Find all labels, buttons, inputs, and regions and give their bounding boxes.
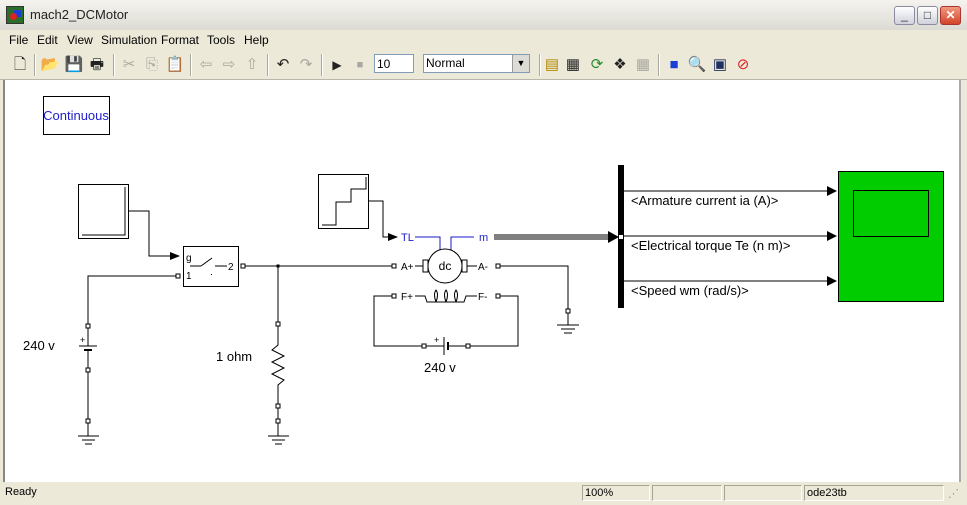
ground-icon[interactable] [557, 313, 579, 334]
open-icon[interactable]: 📂 [40, 56, 60, 73]
motor-port-m: m [479, 232, 488, 244]
ground-icon[interactable] [78, 423, 99, 445]
torque-signal [369, 200, 398, 241]
wire [470, 295, 519, 347]
battery-field-label: 240 v [424, 360, 456, 375]
window-title: mach2_DCMotor [30, 7, 129, 22]
model-canvas[interactable]: Continuous g 1 2 + [3, 80, 961, 482]
signal-label-armature-current: <Armature current ia (A)> [631, 193, 778, 208]
motor-port-a-minus: A- [478, 262, 488, 273]
model-browser-icon[interactable]: ▣ [712, 56, 728, 73]
toolbar-separator [539, 54, 541, 76]
zoom-level: 100% [582, 485, 650, 501]
switch-port-1: 1 [186, 271, 192, 282]
menu-help[interactable]: Help [244, 33, 269, 47]
toolbar-separator [113, 54, 115, 76]
load-torque-step-block[interactable] [318, 174, 369, 229]
bus-selector-port [619, 235, 623, 239]
title-bar: mach2_DCMotor _ □ ✕ [0, 0, 967, 31]
library-browser-icon[interactable]: ❖ [613, 56, 627, 73]
resize-grip-icon[interactable]: ⋰ [948, 488, 959, 500]
wire [373, 295, 422, 347]
stop-time-input[interactable]: 10 [374, 54, 414, 73]
motor-label: dc [439, 259, 452, 273]
print-icon[interactable]: 🖶 [89, 56, 105, 73]
update-diagram-icon[interactable]: ▦ [565, 56, 581, 73]
maximize-button[interactable]: □ [917, 6, 938, 25]
svg-text:+: + [80, 335, 85, 345]
toolbar-separator [190, 54, 192, 76]
menu-simulation[interactable]: Simulation [101, 33, 158, 47]
ground-icon[interactable] [268, 423, 289, 445]
cut-icon[interactable]: ✂ [122, 56, 136, 73]
resistor-block[interactable] [270, 326, 286, 404]
debugger-icon[interactable]: ■ [669, 56, 679, 73]
switch-port-terminal [240, 263, 246, 269]
scope-screen [853, 190, 929, 237]
save-icon[interactable]: 💾 [64, 56, 84, 73]
timer-block[interactable] [78, 184, 129, 239]
menu-format[interactable]: Format [161, 33, 200, 47]
measurement-bus-signal [494, 231, 619, 243]
powergui-block[interactable]: Continuous [43, 96, 110, 135]
minimize-button[interactable]: _ [894, 6, 915, 25]
motor-port-f-minus: F- [478, 292, 487, 303]
redo-icon[interactable]: ↷ [299, 56, 313, 73]
simulation-mode-value: Normal [426, 56, 465, 70]
toolbar-separator [321, 54, 323, 76]
switch-port-2: 2 [228, 262, 234, 273]
build-icon[interactable]: ▤ [544, 56, 560, 73]
solver-name: ode23tb [804, 485, 944, 501]
motor-port-f-plus: F+ [401, 292, 413, 303]
status-cell-time [652, 485, 722, 501]
wire [500, 265, 569, 309]
resistor-label: 1 ohm [216, 349, 252, 364]
timer-to-switch-signal [129, 210, 180, 260]
switch-port-terminal [175, 273, 181, 279]
back-icon[interactable]: ⇦ [199, 56, 213, 73]
play-icon[interactable]: ▶ [332, 58, 342, 72]
breaker-block[interactable]: g 1 2 [183, 246, 239, 287]
dc-voltage-source-field[interactable]: + [426, 335, 466, 355]
toolbar-separator [267, 54, 269, 76]
chevron-down-icon[interactable]: ▼ [512, 55, 529, 72]
menu-file[interactable]: File [9, 33, 29, 47]
switch-port-g: g [186, 253, 192, 264]
signal-label-electrical-torque: <Electrical torque Te (n m)> [631, 238, 790, 253]
menu-view[interactable]: View [67, 33, 93, 47]
simulation-mode-select[interactable]: Normal ▼ [423, 54, 530, 73]
forward-icon[interactable]: ⇨ [222, 56, 236, 73]
motor-port-a-plus: A+ [401, 262, 414, 273]
stop-profiler-icon[interactable]: ⊘ [736, 56, 750, 73]
refresh-icon[interactable]: ⟳ [590, 56, 604, 73]
new-icon[interactable]: 🗋 [13, 56, 27, 73]
copy-icon[interactable]: ⎘ [145, 56, 158, 73]
signal-label-speed: <Speed wm (rad/s)> [631, 283, 749, 298]
toolbar-separator [658, 54, 660, 76]
dc-machine-block[interactable]: TL m dc A+ A- F+ F- [401, 232, 488, 303]
diagram-svg: Continuous g 1 2 + [23, 96, 944, 445]
paste-icon[interactable]: 📋 [165, 56, 185, 73]
status-text: Ready [5, 486, 37, 498]
find-icon[interactable]: 🔍 [687, 56, 707, 73]
model-explorer-icon[interactable]: ▦ [635, 56, 651, 73]
scope-block[interactable] [838, 171, 944, 302]
up-icon[interactable]: ⇧ [245, 56, 259, 73]
undo-icon[interactable]: ↶ [276, 56, 290, 73]
dc-voltage-source-left[interactable]: + [79, 328, 97, 368]
menu-bar: File Edit View Simulation Format Tools H… [0, 30, 967, 50]
powergui-label: Continuous [43, 108, 109, 123]
close-button[interactable]: ✕ [940, 6, 961, 25]
svg-text:+: + [434, 335, 439, 345]
status-cell-extra [724, 485, 802, 501]
battery-left-label: 240 v [23, 338, 55, 353]
wire [87, 275, 176, 326]
motor-port-tl: TL [401, 232, 414, 244]
menu-edit[interactable]: Edit [37, 33, 58, 47]
simulink-app-icon [6, 6, 24, 24]
status-bar: Ready 100% ode23tb ⋰ [0, 483, 967, 505]
toolbar-separator [34, 54, 36, 76]
stop-icon[interactable]: ■ [356, 59, 364, 71]
menu-tools[interactable]: Tools [207, 33, 236, 47]
